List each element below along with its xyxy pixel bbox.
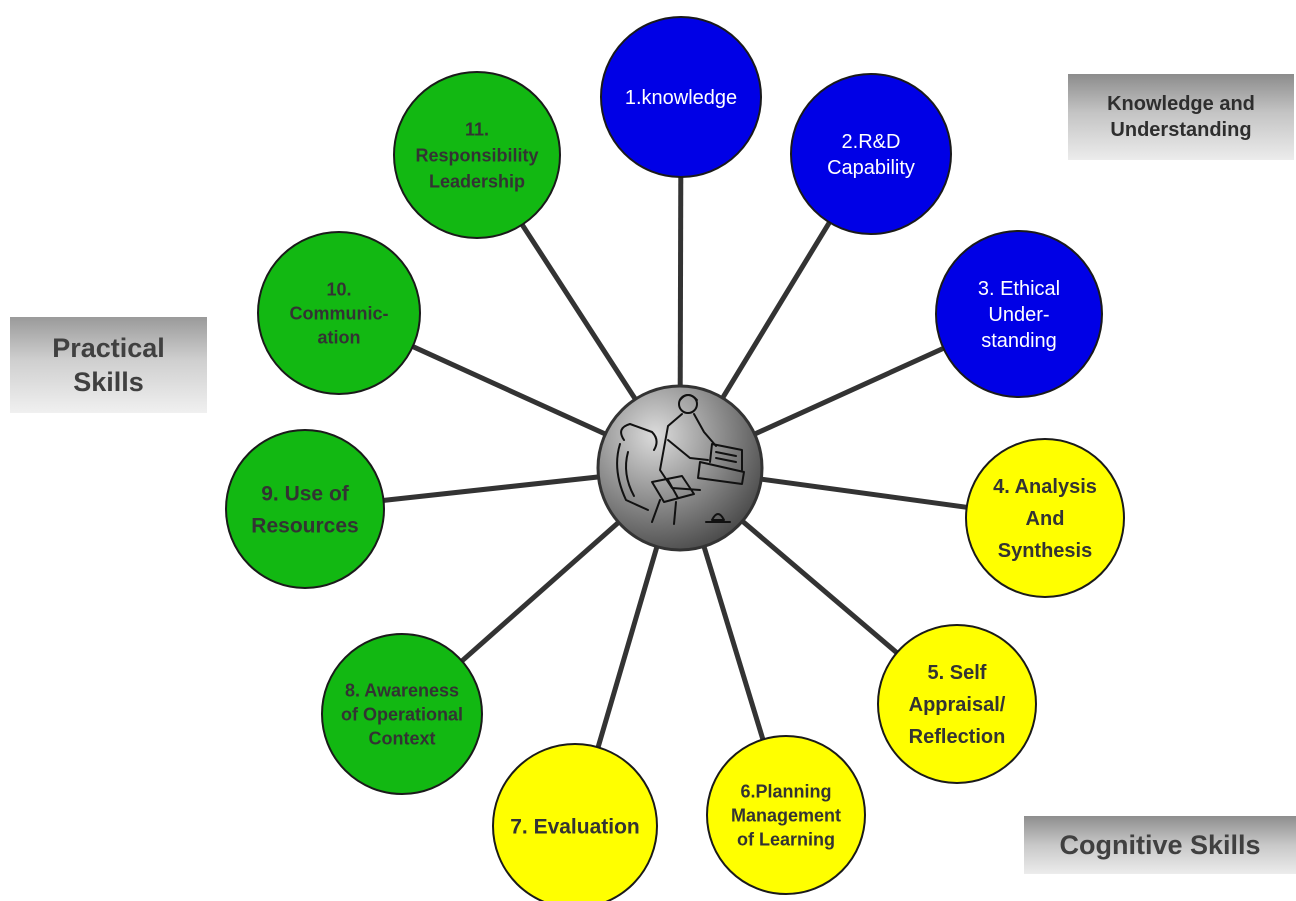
skill-node-circle-10: [257, 231, 421, 395]
skill-node-label-line: 7. Evaluation: [510, 816, 640, 839]
skill-node-7: 7. Evaluation: [492, 743, 658, 901]
skill-node-label-9: 9. Use of Resources: [251, 483, 358, 538]
skill-node-circle-11: [393, 71, 561, 239]
skill-node-circle-3: [935, 230, 1103, 398]
category-label-knowledge-understanding: Knowledge and Understanding: [1068, 74, 1294, 160]
skill-node-label-line: Responsibility: [415, 145, 538, 165]
spoke-line-1: [677, 174, 684, 399]
skill-node-label-line: Context: [369, 728, 436, 748]
spoke-line-10: [409, 343, 618, 442]
spoke-line-5: [731, 511, 901, 656]
skill-node-label-line: ation: [318, 327, 361, 347]
skill-node-label-line: 10.: [326, 279, 351, 299]
skill-node-label-line: of Operational: [341, 704, 463, 724]
skill-node-label-line: 1.knowledge: [625, 87, 737, 109]
spoke-line-8: [458, 512, 630, 665]
hub: [596, 384, 764, 552]
skill-node-label-line: standing: [981, 330, 1057, 352]
skill-node-9: 9. Use of Resources: [225, 429, 385, 589]
person-at-desk-icon: [616, 394, 745, 525]
spoke-line-3: [742, 345, 947, 442]
skill-node-10: 10. Communic-ation: [257, 231, 421, 395]
category-label-cognitive-skills: Cognitive Skills: [1024, 816, 1296, 874]
skill-node-circle-4: [965, 438, 1125, 598]
skill-node-label-2: 2.R&D Capability: [827, 131, 915, 179]
spoke-line-9: [381, 473, 611, 504]
skill-node-1: 1.knowledge: [600, 16, 762, 178]
skill-node-label-line: 9. Use of: [261, 483, 350, 506]
skill-node-label-line: of Learning: [737, 829, 835, 849]
skill-node-circle-7: [492, 743, 658, 901]
skill-node-circle-1: [600, 16, 762, 178]
skill-node-label-line: Under-: [988, 304, 1049, 326]
skill-node-label-line: Capability: [827, 157, 915, 179]
skill-node-circle-6: [706, 735, 866, 895]
spoke-line-6: [698, 534, 766, 743]
skill-node-label-7: 7. Evaluation: [510, 816, 640, 839]
skill-node-circle-8: [321, 633, 483, 795]
skill-node-label-10: 10. Communic-ation: [290, 279, 389, 347]
skill-node-2: 2.R&D Capability: [790, 73, 952, 235]
skill-node-label-1: 1.knowledge: [625, 87, 737, 109]
category-label-practical-skills: Practical Skills: [10, 317, 207, 413]
skill-node-circle-5: [877, 624, 1037, 784]
skill-node-label-line: Appraisal/: [909, 694, 1006, 716]
skill-node-label-line: 4. Analysis: [993, 476, 1097, 498]
spoke-line-2: [714, 219, 833, 410]
skill-node-label-line: 6.Planning: [740, 781, 831, 801]
skill-node-label-line: Management: [731, 805, 841, 825]
skill-node-label-line: Leadership: [429, 171, 525, 191]
skill-node-circle-2: [790, 73, 952, 235]
skill-node-label-line: 3. Ethical: [978, 278, 1060, 300]
skill-node-label-line: Synthesis: [998, 540, 1092, 562]
skill-node-label-line: 5. Self: [928, 662, 987, 684]
skill-node-label-line: Resources: [251, 515, 358, 538]
skill-node-label-line: 2.R&D: [842, 131, 901, 153]
skill-node-label-line: Reflection: [909, 726, 1006, 748]
skill-node-label-line: 8. Awareness: [345, 680, 459, 700]
skill-node-circle-9: [225, 429, 385, 589]
spoke-line-11: [518, 221, 645, 411]
skill-node-label-line: Communic-: [290, 303, 389, 323]
hub-circle: [596, 384, 764, 552]
skill-node-label-line: 11.: [465, 119, 489, 139]
spoke-line-7: [595, 534, 663, 750]
spokes: [381, 174, 970, 750]
skill-node-label-line: And: [1026, 508, 1065, 530]
spoke-line-4: [749, 475, 970, 511]
